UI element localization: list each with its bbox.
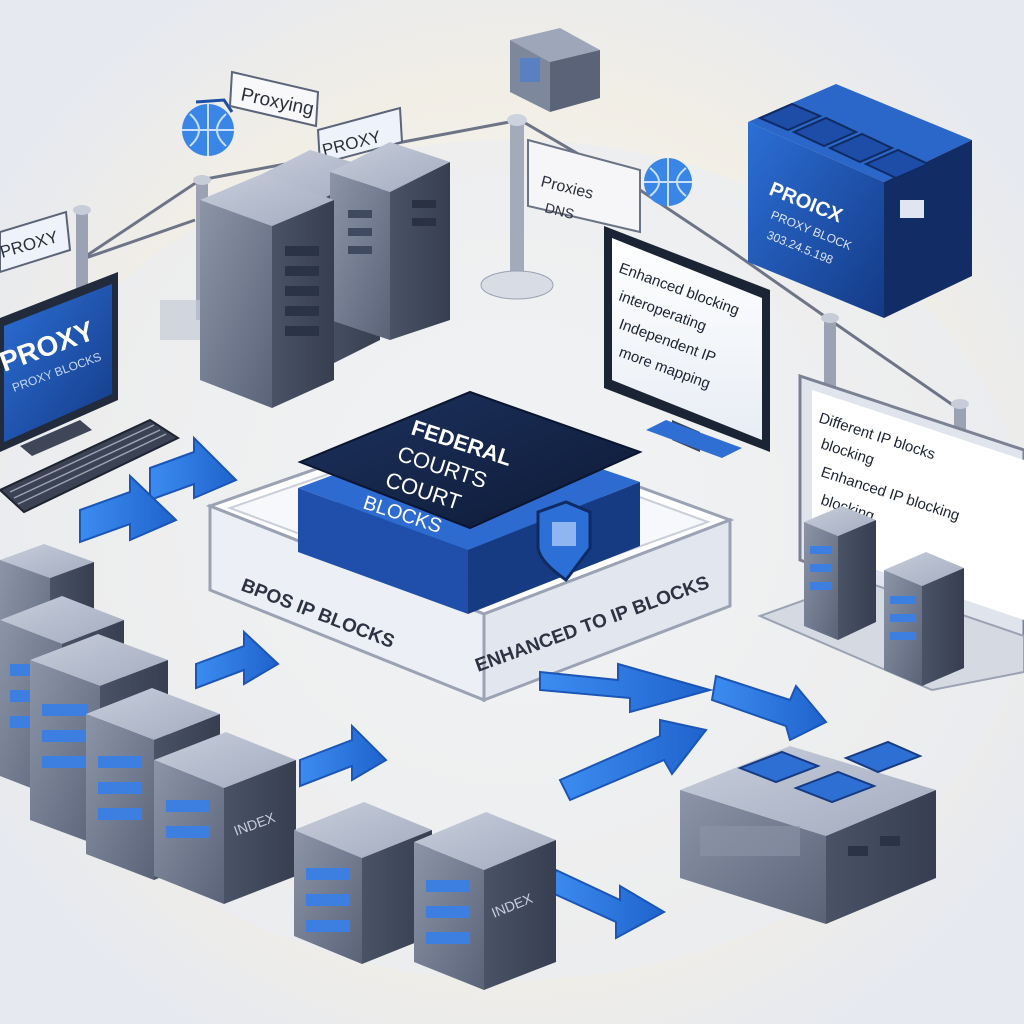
arrow-icon	[539, 662, 714, 714]
right-small-servers	[804, 506, 964, 686]
top-right-proxy-server: PROICX PROXY BLOCK 303.24.5.198	[748, 84, 972, 318]
top-server-cluster	[160, 142, 450, 408]
center-banner: Proxies DNS	[527, 138, 641, 234]
center-banner-line2: DNS	[543, 199, 576, 222]
arrow-icon	[79, 473, 178, 544]
bottom-left-server-row: INDEX	[0, 544, 296, 904]
arrow-icon	[195, 629, 280, 690]
bottom-center-servers: INDEX	[294, 802, 556, 990]
sign-proxy-left: PROXY	[0, 210, 72, 274]
flow-arrows	[79, 435, 828, 940]
arrow-icon	[710, 674, 828, 742]
globe-icon	[182, 98, 234, 156]
arrow-icon	[299, 723, 388, 788]
federal-court-book-stack: FEDERAL COURTS COURT BLOCKS	[297, 390, 643, 614]
keyboard-icon	[0, 418, 181, 514]
monitor-left: PROXY PROXY BLOCKS	[0, 272, 118, 456]
arrow-icon	[548, 868, 667, 940]
arrow-icon	[149, 435, 238, 502]
bottom-right-server-cluster	[680, 740, 936, 924]
top-small-device	[510, 28, 600, 112]
monitor-center: Enhanced blocking interoperating Indepen…	[604, 226, 770, 458]
arrow-icon	[558, 718, 708, 802]
shield-badge-icon	[536, 500, 592, 583]
globe-icon	[644, 158, 692, 206]
